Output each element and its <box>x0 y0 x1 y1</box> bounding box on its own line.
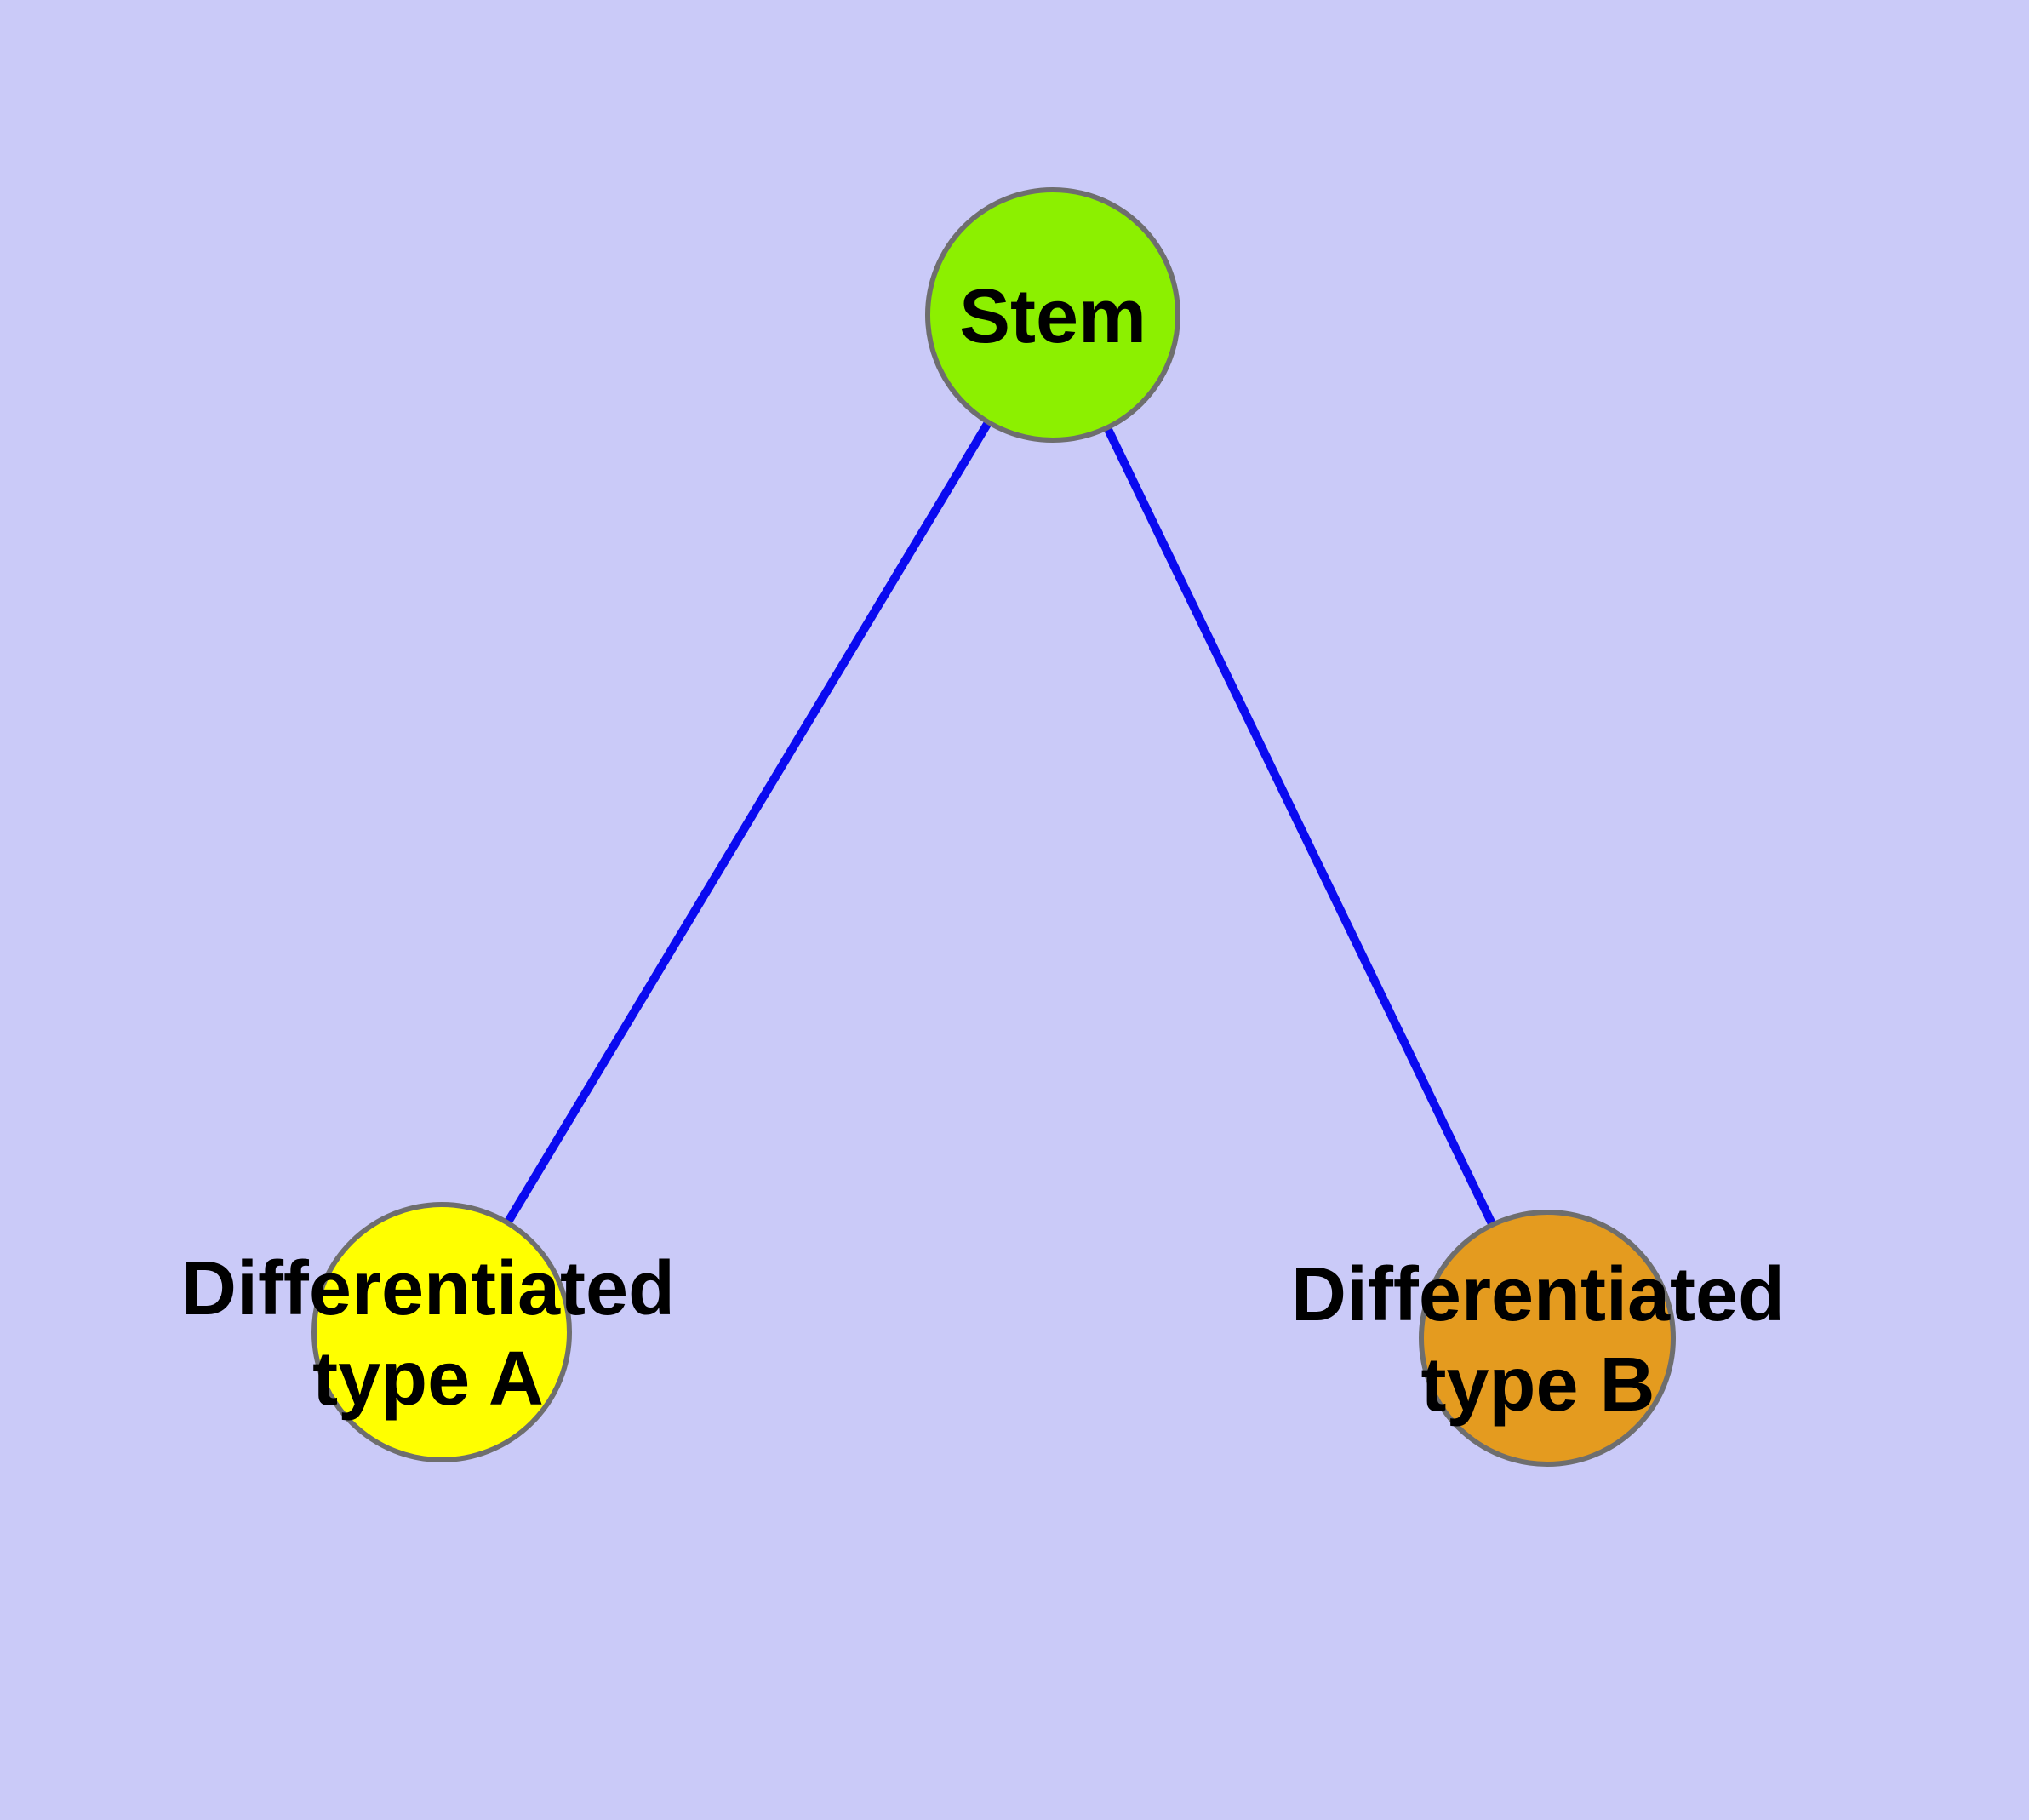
node-differentiated-type-a <box>311 1202 572 1462</box>
node-differentiated-type-b <box>1419 1210 1676 1467</box>
edge-stem-to-type-a <box>437 312 1057 1335</box>
edge-stem-to-type-b <box>1049 312 1552 1341</box>
node-stem <box>925 187 1180 443</box>
